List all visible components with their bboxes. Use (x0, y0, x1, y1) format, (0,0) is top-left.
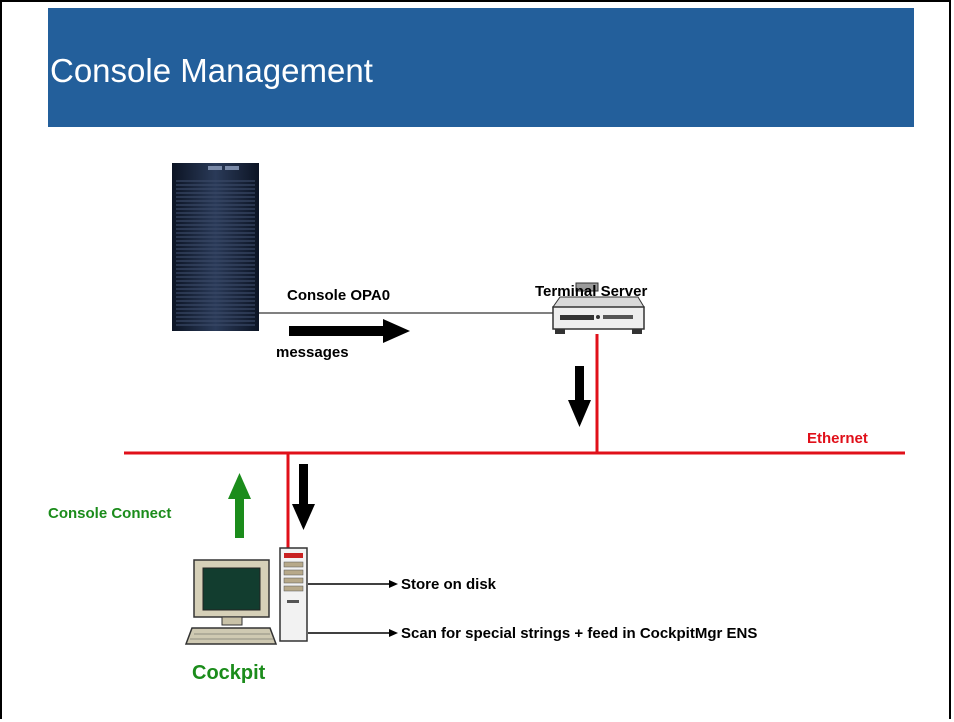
title-bar: Console Management (48, 8, 914, 127)
slide-title: Console Management (50, 52, 373, 89)
console-connect-arrow (228, 473, 251, 538)
down-arrow-terminal (568, 366, 591, 427)
workstation-icon (184, 547, 308, 645)
console-connect-label: Console Connect (48, 505, 172, 522)
terminal-server-icon (552, 282, 645, 334)
scan-strings-label: Scan for special strings + feed in Cockp… (401, 625, 758, 642)
terminal-server-label: Terminal Server (535, 283, 648, 300)
scan-arrow (308, 629, 398, 637)
ethernet-label: Ethernet (807, 430, 868, 447)
messages-arrow (289, 319, 410, 343)
messages-label: messages (276, 344, 349, 361)
cockpit-label: Cockpit (192, 662, 266, 684)
server-cabinet-icon (172, 163, 259, 331)
store-on-disk-label: Store on disk (401, 576, 497, 593)
console-opa0-label: Console OPA0 (287, 287, 391, 304)
down-arrow-cockpit (292, 464, 315, 530)
store-arrow (308, 580, 398, 588)
